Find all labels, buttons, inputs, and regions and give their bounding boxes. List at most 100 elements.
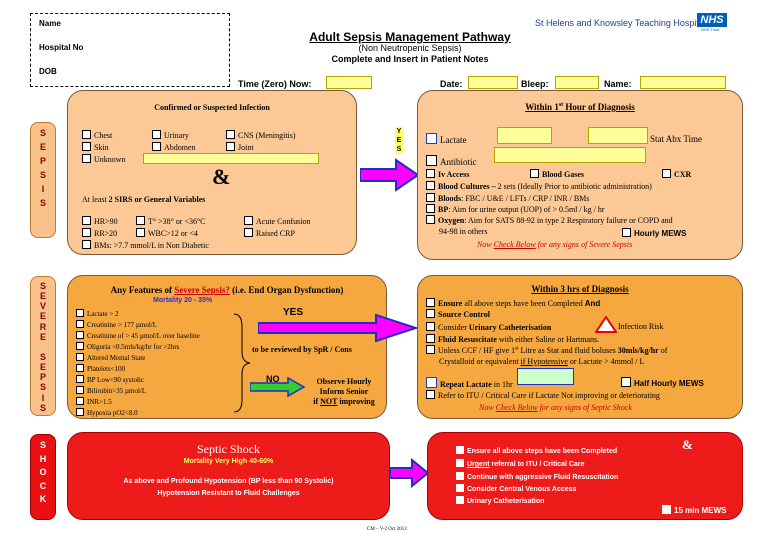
ensure-steps-item[interactable]: Ensure all above steps have been Complet…	[426, 298, 600, 308]
oxygen-item[interactable]: Oxygen: Aim for SATS 88-92 in type 2 Res…	[426, 215, 740, 225]
name-field-label: Name:	[604, 79, 632, 89]
unknown-infection-field[interactable]	[143, 153, 319, 164]
check-septic-shock-note: Now Check Below for any signs of Septic …	[479, 403, 632, 412]
three-hours-title: Within 3 hrs of Diagnosis	[531, 284, 629, 294]
infection-urinary[interactable]: Urinary	[152, 130, 189, 140]
sirs-wbc[interactable]: WBC>12 or <4	[136, 228, 198, 238]
infection-unknown[interactable]: Unknown	[82, 154, 126, 164]
nhs-trust-label: NHS Trust	[701, 27, 720, 32]
severe-item-creatinine-baseline[interactable]: Creatinine of > 45 µmol/L over baseline	[76, 331, 200, 340]
checkbox[interactable]	[152, 130, 161, 139]
severe-item-oliguria[interactable]: Oliguria <0.5mls/kg/hr for >2hrs	[76, 342, 179, 351]
bp-item[interactable]: BP: Aim for urine output (UOP) of > 0.5m…	[426, 204, 605, 214]
unless-ccf-item[interactable]: Unless CCF / HF give 1st Litre as Stat a…	[426, 345, 667, 355]
shock-item-catheter[interactable]: Urinary Catheterisation	[456, 496, 544, 505]
infection-panel	[67, 90, 357, 255]
checkbox[interactable]	[82, 142, 91, 151]
first-hour-panel	[417, 90, 743, 260]
clinician-name-field[interactable]	[640, 76, 726, 89]
shock-description-1: As above and Profound Hypotension (BP le…	[123, 478, 334, 485]
severe-item-bp[interactable]: BP Low<90 systolic	[76, 375, 144, 384]
infection-joint[interactable]: Joint	[226, 142, 254, 152]
patient-details-box: Name Hospital No DOB	[30, 13, 230, 87]
severe-item-bilirubin[interactable]: Bilirubin>35 µmol/L	[76, 386, 146, 395]
severe-item-hypoxia[interactable]: Hypoxia pO2<8.0	[76, 408, 138, 417]
stat-abx-label: Stat Abx Time	[650, 134, 703, 144]
refer-itu-item[interactable]: Refer to ITU / Critical Care if Lactate …	[426, 390, 660, 400]
severe-item-creatinine[interactable]: Creatinine > 177 µmol/L	[76, 320, 157, 329]
antibiotic-item[interactable]: Antibiotic	[426, 155, 477, 167]
dob-label: DOB	[39, 67, 57, 76]
brace-icon	[233, 313, 251, 413]
blood-cultures-item[interactable]: Blood Cultures – 2 sets (Ideally Prior t…	[426, 181, 652, 191]
urinary-cath-item[interactable]: Consider Urinary Catheterisation	[426, 322, 551, 332]
shock-item-fluid[interactable]: Continue with aggressive Fluid Resuscita…	[456, 472, 618, 481]
sirs-crp[interactable]: Raised CRP	[244, 228, 295, 238]
observe-hourly-note: Observe Hourly Inform Senior if NOT impr…	[313, 377, 375, 406]
shock-arrow	[390, 458, 430, 488]
shock-actions-panel	[427, 432, 743, 520]
sirs-hr[interactable]: HR>90	[82, 216, 118, 226]
hourly-mews-item[interactable]: Hourly MEWS	[622, 228, 686, 238]
half-hourly-mews-item[interactable]: Half Hourly MEWS	[621, 377, 704, 388]
bleep-field[interactable]	[555, 76, 599, 89]
fluid-resus-item[interactable]: Fluid Resuscitate with either Saline or …	[426, 334, 599, 344]
date-label: Date:	[440, 79, 463, 89]
checkbox[interactable]	[152, 142, 161, 151]
shock-item-cva[interactable]: Consider Central Venous Access	[456, 484, 576, 493]
oxygen-item-cont: 94-98 in others	[439, 227, 488, 236]
sirs-rr[interactable]: RR>20	[82, 228, 117, 238]
lactate-item[interactable]: Lactate	[426, 133, 466, 145]
shock-item-urgent-referral[interactable]: Urgent referral to ITU / Critical Care	[456, 459, 584, 468]
severe-yes-arrow	[258, 314, 418, 342]
date-field[interactable]	[468, 76, 518, 89]
severe-item-lactate[interactable]: Lactate > 2	[76, 309, 119, 318]
version-footer: CM – V-2 Oct 2013	[367, 527, 407, 532]
severe-no-label: NO	[266, 374, 280, 384]
iv-access-item[interactable]: Iv Access	[426, 169, 469, 179]
infection-abdomen[interactable]: Abdomen	[152, 142, 196, 152]
severe-item-inr[interactable]: INR>1.5	[76, 397, 112, 406]
unless-ccf-cont: Crystalloid or equivalent if Hypotensive…	[439, 357, 645, 366]
blood-gases-item[interactable]: Blood Gases	[530, 169, 584, 179]
checkbox[interactable]	[226, 142, 235, 151]
septic-shock-panel	[67, 432, 390, 520]
repeat-lactate-item[interactable]: Repeat Lactate in 1hr	[426, 377, 513, 389]
shock-item-ensure[interactable]: Ensure all above steps have been Complet…	[456, 446, 617, 455]
septic-shock-title: Septic Shock	[197, 442, 260, 456]
checkbox[interactable]	[82, 154, 91, 163]
repeat-lactate-field[interactable]	[517, 368, 574, 385]
checkbox[interactable]	[226, 130, 235, 139]
infection-cns[interactable]: CNS (Meningitis)	[226, 130, 296, 140]
bleep-label: Bleep:	[521, 79, 549, 89]
checkbox[interactable]	[82, 130, 91, 139]
antibiotic-field[interactable]	[494, 147, 646, 163]
abx-time-field[interactable]	[588, 127, 648, 144]
sirs-confusion[interactable]: Acute Confusion	[244, 216, 310, 226]
time-field[interactable]	[326, 76, 372, 89]
page-title: Adult Sepsis Management Pathway	[309, 30, 511, 44]
shock-description-2: Hypotension Resistant to Fluid Challenge…	[157, 490, 300, 497]
source-control-item[interactable]: Source Control	[426, 309, 490, 319]
sirs-heading: At least 2 SIRS or General Variables	[82, 195, 206, 204]
infection-skin[interactable]: Skin	[82, 142, 109, 152]
sirs-bms[interactable]: BMs: >7.7 mmol/L in Non Diabetic	[82, 240, 209, 250]
severe-yes-label: YES	[283, 307, 304, 318]
severe-sepsis-title: Any Features of Severe Sepsis? (i.e. End…	[110, 285, 344, 295]
shock-ampersand: &	[682, 437, 693, 452]
sirs-temp[interactable]: T° >38° or <36°C	[136, 216, 206, 226]
severe-item-mental-state[interactable]: Altered Mental State	[76, 353, 145, 362]
cxr-item[interactable]: CXR	[662, 169, 691, 179]
lactate-field[interactable]	[497, 127, 552, 144]
infection-chest[interactable]: Chest	[82, 130, 112, 140]
yes-arrow	[360, 158, 420, 192]
first-hour-title: Within 1st Hour of Diagnosis	[525, 102, 635, 112]
nhs-logo: NHS	[697, 13, 727, 27]
fifteen-min-mews-item[interactable]: 15 min MEWS	[662, 505, 726, 515]
name-label: Name	[39, 19, 61, 28]
hospital-no-label: Hospital No	[39, 43, 84, 52]
severe-item-platelets[interactable]: Platelets<100	[76, 364, 125, 373]
bloods-item[interactable]: Bloods: FBC / U&E / LFTs / CRP / INR / B…	[426, 193, 589, 203]
